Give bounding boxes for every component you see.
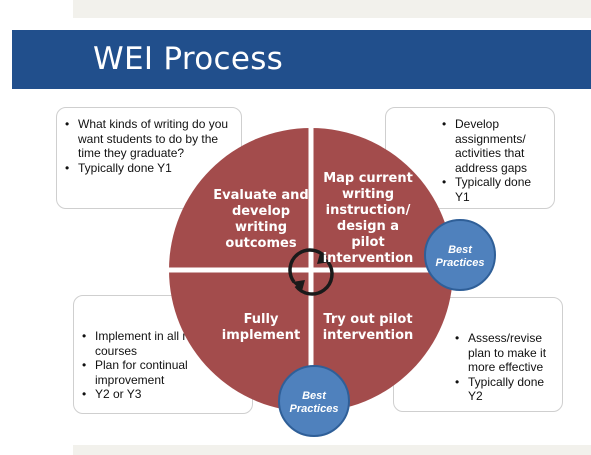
- callout-item: Plan for continual improvement: [82, 358, 244, 387]
- quadrant-label-line: Evaluate and: [213, 188, 309, 203]
- quadrant-label-evaluate: Evaluate and develop writing outcomes: [206, 188, 316, 252]
- callout-item: Y2 or Y3: [82, 387, 244, 402]
- callout-item: Typically done Y2: [455, 375, 554, 404]
- quadrant-label-line: develop: [231, 204, 291, 219]
- quadrant-label-line: Try out pilot: [323, 312, 413, 327]
- quadrant-map: [311, 128, 453, 270]
- callout-item: Assess/revise plan to make it more effec…: [455, 331, 554, 375]
- title-banner: [12, 30, 591, 89]
- callout-item: Typically done Y1: [442, 175, 546, 204]
- quadrant-label-line: implement: [221, 328, 301, 343]
- process-circle: [167, 126, 455, 414]
- quadrant-label-line: Fully: [243, 312, 279, 327]
- best-practices-line: Best: [448, 244, 472, 256]
- top-strip: [73, 0, 591, 18]
- quadrant-label-line: design a: [336, 219, 400, 234]
- quadrant-implement: [169, 270, 311, 412]
- best-practices-badge-upper: [424, 219, 496, 291]
- quadrant-try: [311, 270, 453, 412]
- quadrant-label-line: Map current: [323, 171, 413, 186]
- quadrant-label-line: pilot: [351, 235, 385, 250]
- slide-title: WEI Process: [93, 41, 284, 77]
- quadrant-label-line: writing: [341, 187, 395, 202]
- callout-item: Typically done Y1: [65, 161, 233, 176]
- quadrant-label-map: Map current writing instruction/ design …: [320, 171, 416, 267]
- callout-item: Develop assignments/ activities that add…: [442, 117, 546, 175]
- quadrant-evaluate: [169, 128, 311, 270]
- best-practices-badge-lower: [278, 365, 350, 437]
- quadrant-label-line: intervention: [322, 328, 414, 343]
- quadrant-label-try: Try out pilot intervention: [320, 312, 416, 344]
- quadrant-label-implement: Fully implement: [211, 312, 311, 344]
- quadrant-label-line: instruction/: [325, 203, 411, 218]
- cycle-arrows-icon: [288, 248, 334, 296]
- bottom-strip: [73, 445, 591, 455]
- best-practices-line: Best: [302, 390, 326, 402]
- callout-item: What kinds of writing do you want studen…: [65, 117, 233, 161]
- best-practices-line: Practices: [289, 403, 339, 415]
- best-practices-label-upper: Best Practices: [425, 244, 495, 270]
- best-practices-label-lower: Best Practices: [279, 390, 349, 416]
- quadrant-label-line: outcomes: [225, 236, 297, 251]
- best-practices-line: Practices: [435, 257, 485, 269]
- quadrant-label-line: intervention: [322, 251, 414, 266]
- quadrant-label-line: writing: [234, 220, 288, 235]
